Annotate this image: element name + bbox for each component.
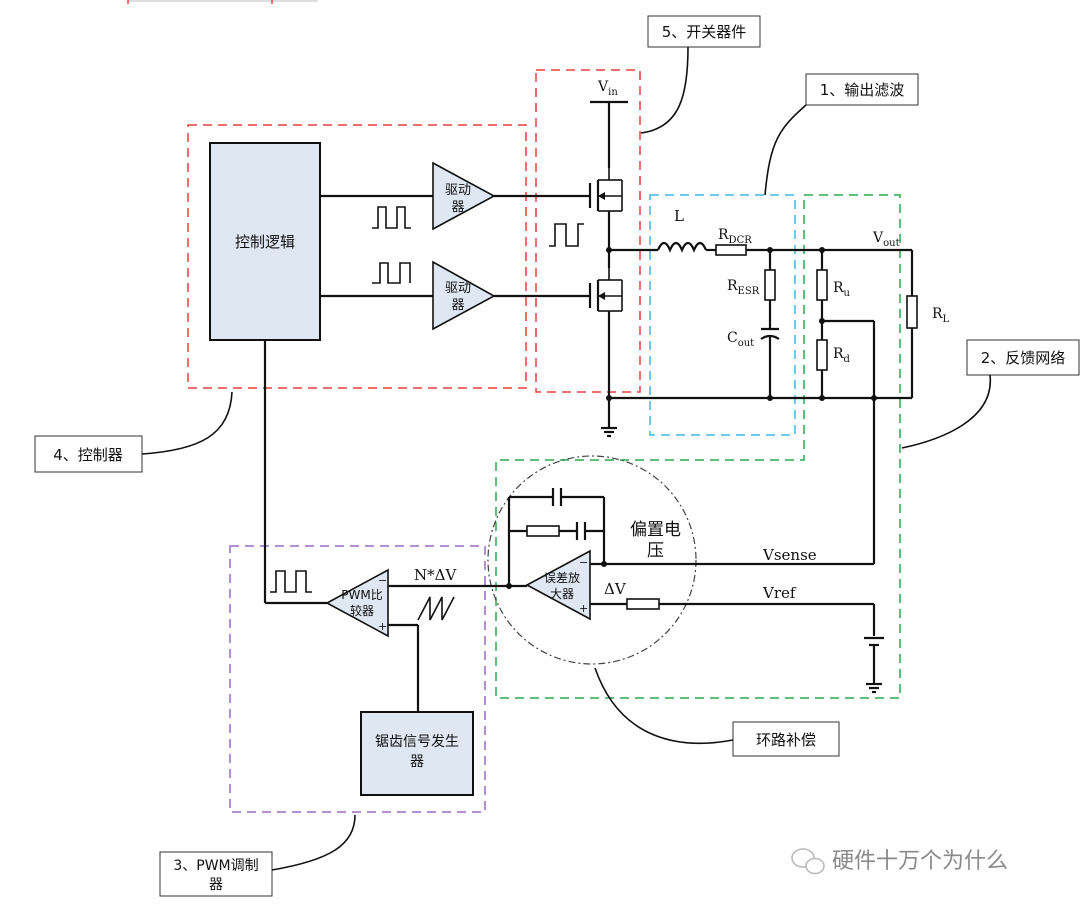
vout-label: Vout [872,230,900,249]
error-amp-minus: − [579,556,588,569]
pulse-waveform-top [372,206,411,229]
callout-pwm-box [159,851,273,897]
junction-dots [506,247,877,589]
switch-region [535,69,641,393]
vsense-label: Vsense [762,546,817,564]
callout-pwm: 3、PWM调制 [173,858,258,874]
bias-voltage-label-2: 压 [647,541,664,561]
vref-resistor [626,598,660,610]
resistor-ru [816,269,828,301]
driver-bottom [432,260,496,331]
sawtooth-waveform [417,596,455,621]
loop-compensation-circle [487,455,697,665]
sawtooth-generator-block [360,711,474,796]
comp-resistor [526,525,560,537]
delta-v-label: ΔV [604,580,627,598]
ground-symbol-vref [866,682,882,694]
error-amp-plus: + [579,602,588,615]
sawtooth-generator-label-2: 器 [410,754,424,770]
pwm-output-waveform [270,570,312,593]
error-amp-label-2: 大器 [550,587,574,601]
callout-controller: 4、控制器 [53,446,123,464]
callout-switch: 5、开关器件 [662,23,747,41]
control-logic-label: 控制逻辑 [235,233,295,251]
resr-label: RESR [727,278,760,297]
inductor-label: L [674,207,684,225]
n-delta-v-label: N*ΔV [414,566,457,584]
ru-label: Ru [833,280,851,299]
ground-symbol-main [601,426,617,438]
rd-label: Rd [833,346,851,365]
pwm-region [229,545,486,813]
rl-label: RL [932,306,950,325]
pwm-comparator-label: PWM比 [341,588,382,602]
driver-top [432,161,496,231]
wechat-icon [791,848,825,875]
callout-pwm-2: 器 [209,877,223,893]
callout-controller-box [34,435,143,473]
driver-top-label-2: 器 [451,200,464,215]
resistor-resr [764,269,776,301]
driver-bottom-label-2: 器 [451,298,464,313]
controller-region [187,124,527,389]
callout-feedback: 2、反馈网络 [981,349,1066,367]
vref-label: Vref [762,584,797,602]
vin-label: Vin [597,79,618,98]
high-side-mosfet [588,168,623,212]
rdcr-label: RDCR [718,227,752,246]
bias-voltage-label: 偏置电 [630,520,681,540]
resistor-rd [816,339,828,371]
callout-filter: 1、输出滤波 [820,81,905,99]
callout-switch-box [647,15,761,48]
error-amplifier [525,549,591,621]
low-side-mosfet [588,268,623,312]
pwm-comp-minus: − [378,574,387,587]
pwm-comparator [325,568,389,638]
feedback-region [495,194,901,699]
driver-bottom-label: 驱动 [445,281,471,296]
switch-node-waveform [549,223,584,247]
callout-loop-box [732,721,840,757]
driver-top-label: 驱动 [445,183,471,198]
sawtooth-generator-label: 锯齿信号发生 [375,734,459,750]
pwm-comp-plus: + [378,620,387,633]
pwm-comparator-label-2: 较器 [350,603,374,618]
watermark-text: 硬件十万个为什么 [832,849,1008,874]
resistor-rdcr [715,244,747,256]
cout-label: Cout [727,330,754,349]
error-amp-label: 误差放 [544,570,580,585]
callout-loop: 环路补偿 [756,731,816,749]
vref-source [864,636,884,647]
filter-region [649,194,796,436]
inductor-l [656,241,708,253]
pulse-waveform-bottom [372,262,411,284]
callout-feedback-box [966,339,1080,376]
callout-filter-box [805,73,919,106]
resistor-rl [906,295,918,329]
